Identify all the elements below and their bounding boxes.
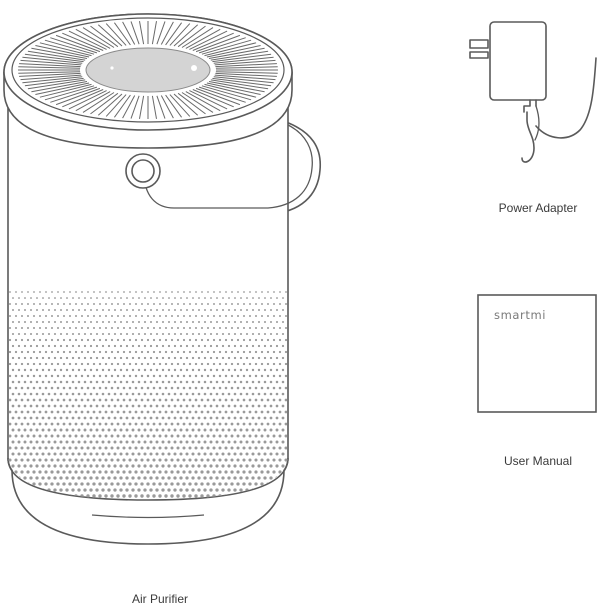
air-purifier-caption: Air Purifier (95, 592, 225, 606)
purifier-base (12, 470, 284, 544)
adapter-body (490, 22, 546, 100)
air-purifier-illustration (4, 14, 320, 544)
user-manual-illustration: smartmi (478, 295, 596, 412)
user-manual-caption: User Manual (478, 454, 598, 468)
adapter-cable (522, 112, 534, 162)
power-adapter-illustration (470, 22, 596, 162)
power-adapter-caption: Power Adapter (478, 201, 598, 215)
adapter-prong-bottom (470, 52, 488, 58)
display-indicator-icon (191, 65, 197, 71)
adapter-prong-top (470, 40, 488, 48)
display-sensor-icon (110, 66, 113, 69)
top-display-screen (86, 48, 210, 92)
manual-brand-logo: smartmi (494, 308, 546, 322)
